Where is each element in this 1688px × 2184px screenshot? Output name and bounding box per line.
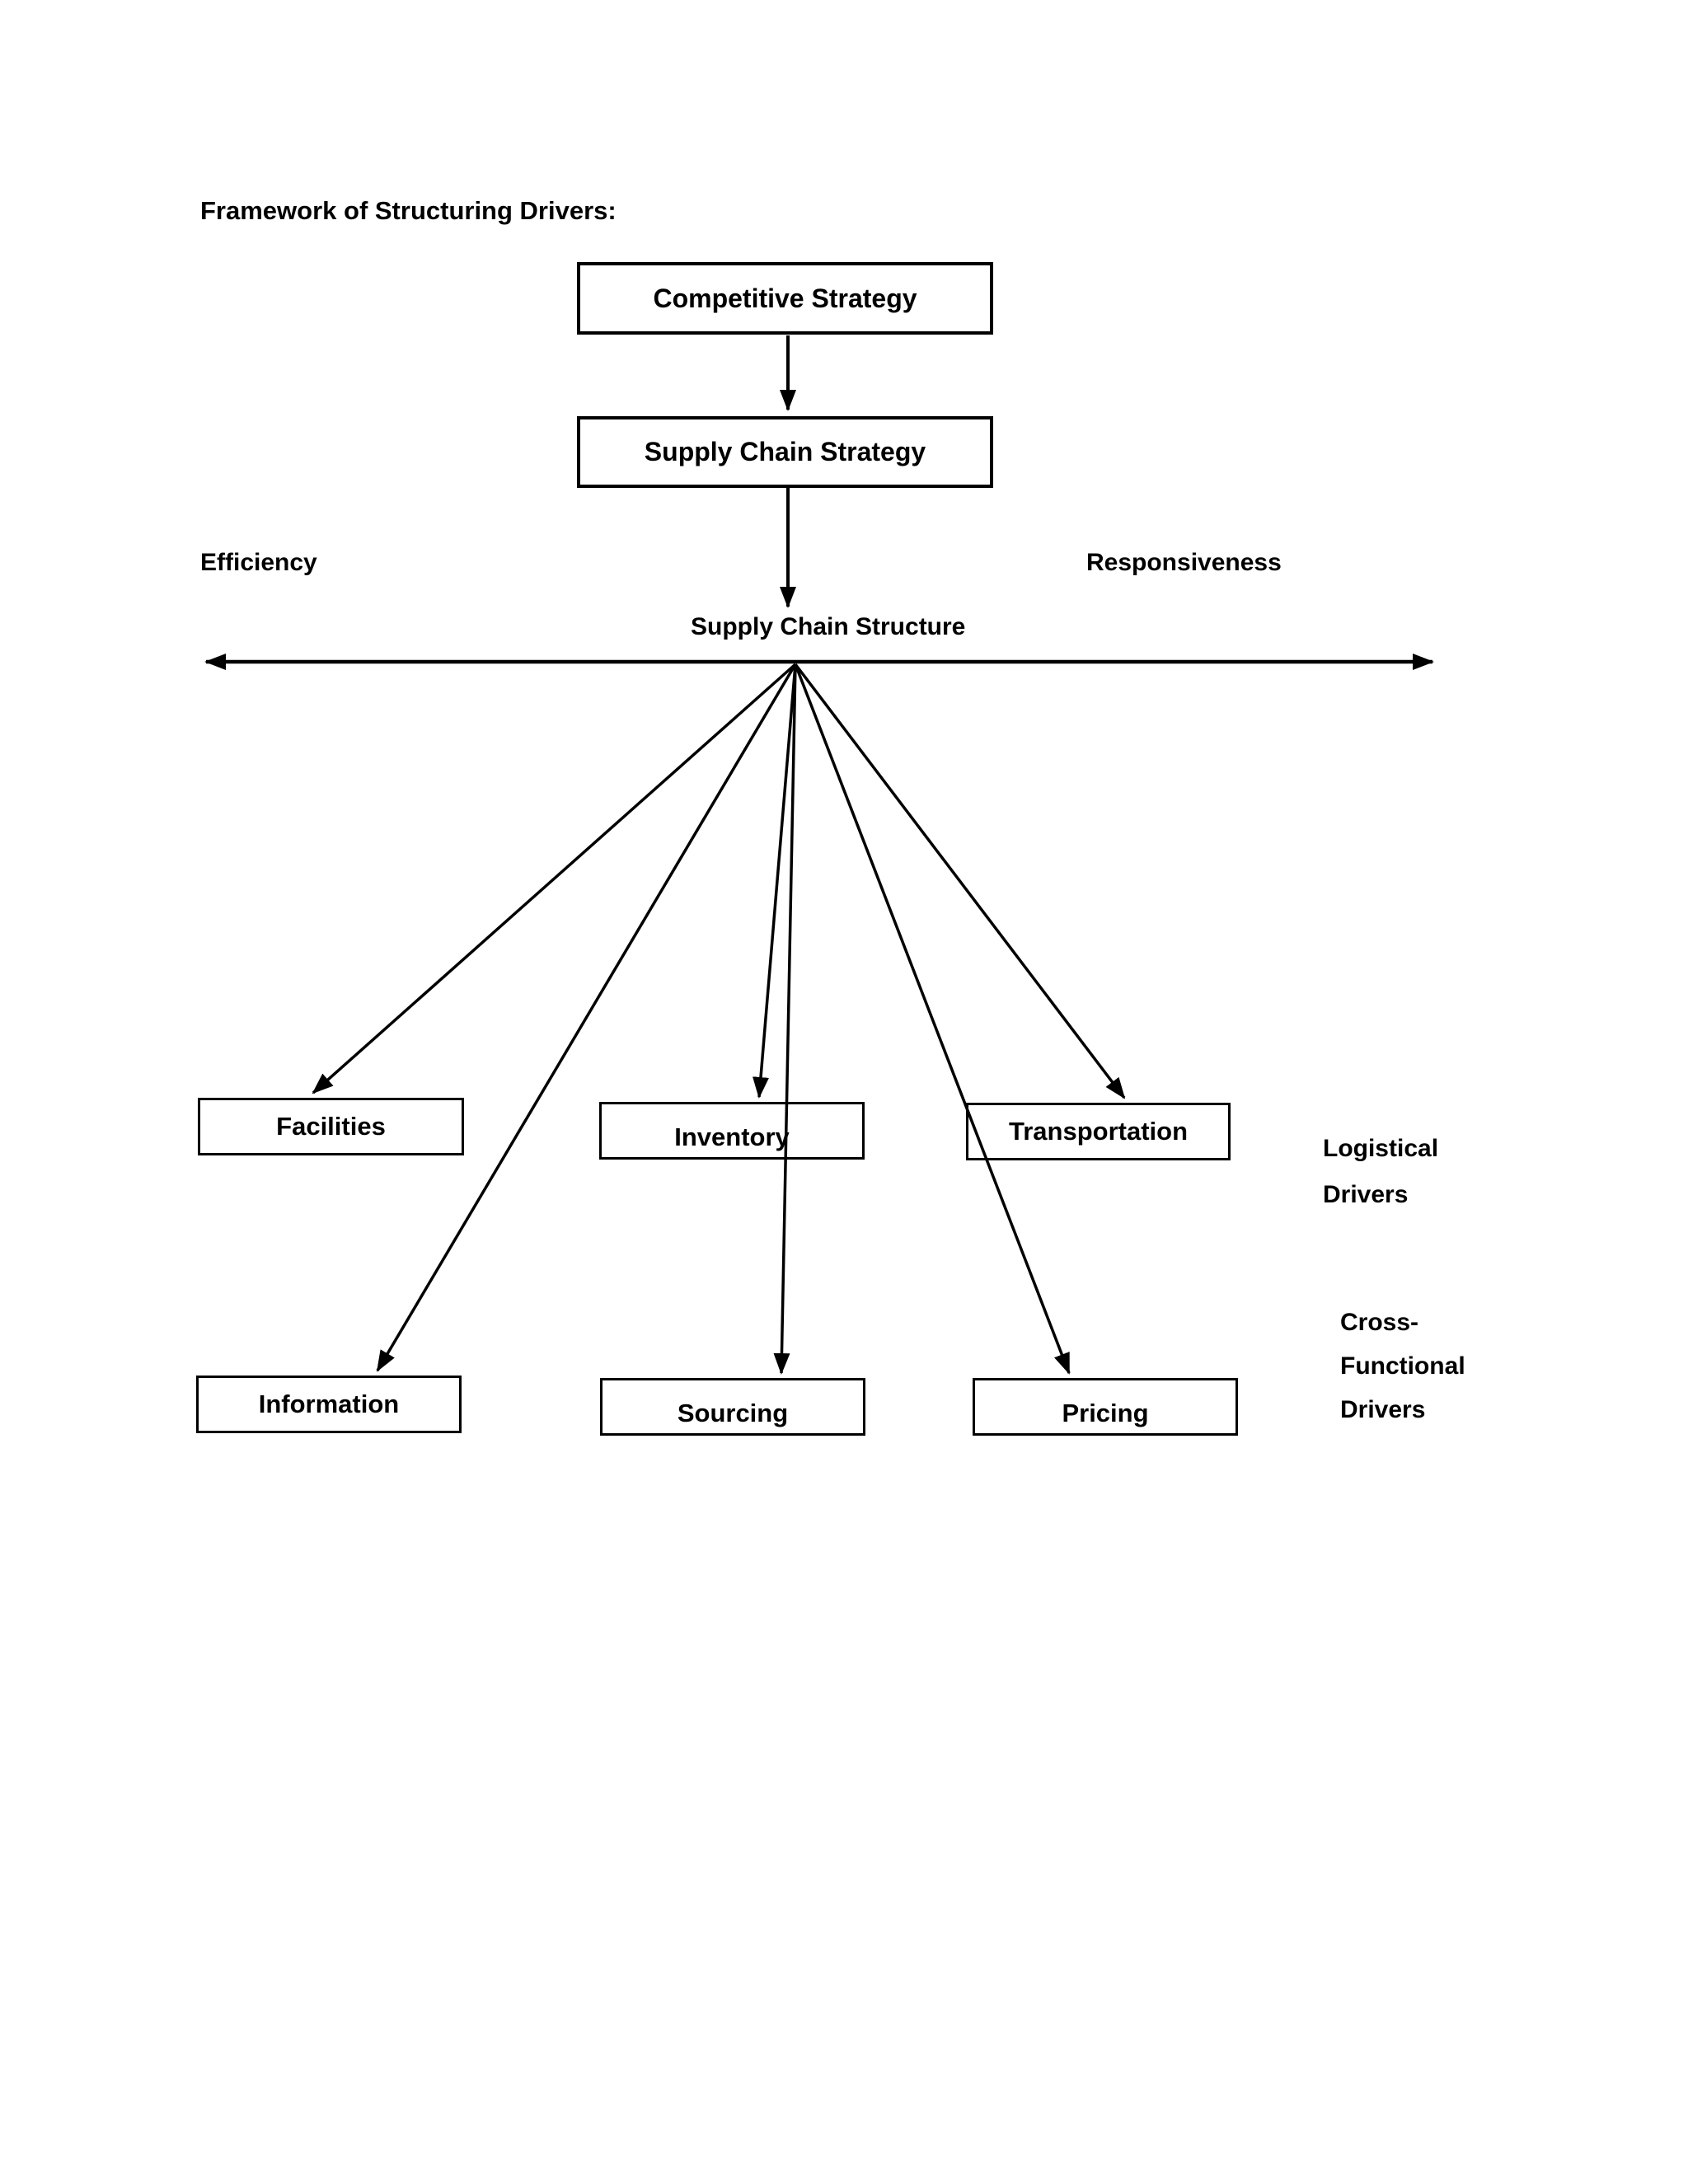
logistical-drivers-line1: Logistical — [1323, 1135, 1439, 1162]
cross-functional-drivers-label: Cross- Functional Drivers — [1340, 1301, 1465, 1432]
transportation-label: Transportation — [1008, 1117, 1188, 1146]
arrow-structure-to-facilities — [312, 663, 797, 1094]
inventory-label: Inventory — [674, 1122, 790, 1151]
supply-chain-strategy-label: Supply Chain Strategy — [644, 437, 926, 466]
sourcing-box: Sourcing — [600, 1378, 865, 1436]
information-box: Information — [196, 1376, 462, 1433]
cross-functional-line2: Functional — [1340, 1352, 1465, 1380]
cross-functional-line1: Cross- — [1340, 1309, 1419, 1336]
arrow-structure-to-inventory — [753, 663, 797, 1099]
cross-functional-line3: Drivers — [1340, 1396, 1426, 1423]
efficiency-label: Efficiency — [200, 549, 317, 576]
logistical-drivers-line2: Drivers — [1323, 1181, 1409, 1208]
competitive-strategy-label: Competitive Strategy — [653, 283, 917, 313]
arrow-structure-to-transportation — [794, 663, 1126, 1099]
facilities-label: Facilities — [276, 1112, 386, 1141]
responsiveness-label: Responsiveness — [1086, 549, 1282, 576]
supply-chain-structure-label: Supply Chain Structure — [691, 613, 966, 640]
page-title: Framework of Structuring Drivers: — [200, 196, 617, 225]
transportation-box: Transportation — [966, 1103, 1231, 1160]
pricing-label: Pricing — [1062, 1399, 1149, 1427]
facilities-box: Facilities — [198, 1098, 464, 1155]
supply-chain-strategy-box: Supply Chain Strategy — [577, 416, 993, 488]
sourcing-label: Sourcing — [677, 1399, 789, 1427]
arrow-structure-to-sourcing — [773, 663, 797, 1375]
logistical-drivers-label: Logistical Drivers — [1323, 1126, 1438, 1218]
arrow-structure-to-pricing — [794, 663, 1071, 1375]
competitive-strategy-box: Competitive Strategy — [577, 262, 993, 335]
pricing-box: Pricing — [973, 1378, 1238, 1436]
information-label: Information — [258, 1390, 400, 1418]
arrow-structure-to-information — [376, 663, 797, 1372]
inventory-box: Inventory — [599, 1102, 865, 1160]
